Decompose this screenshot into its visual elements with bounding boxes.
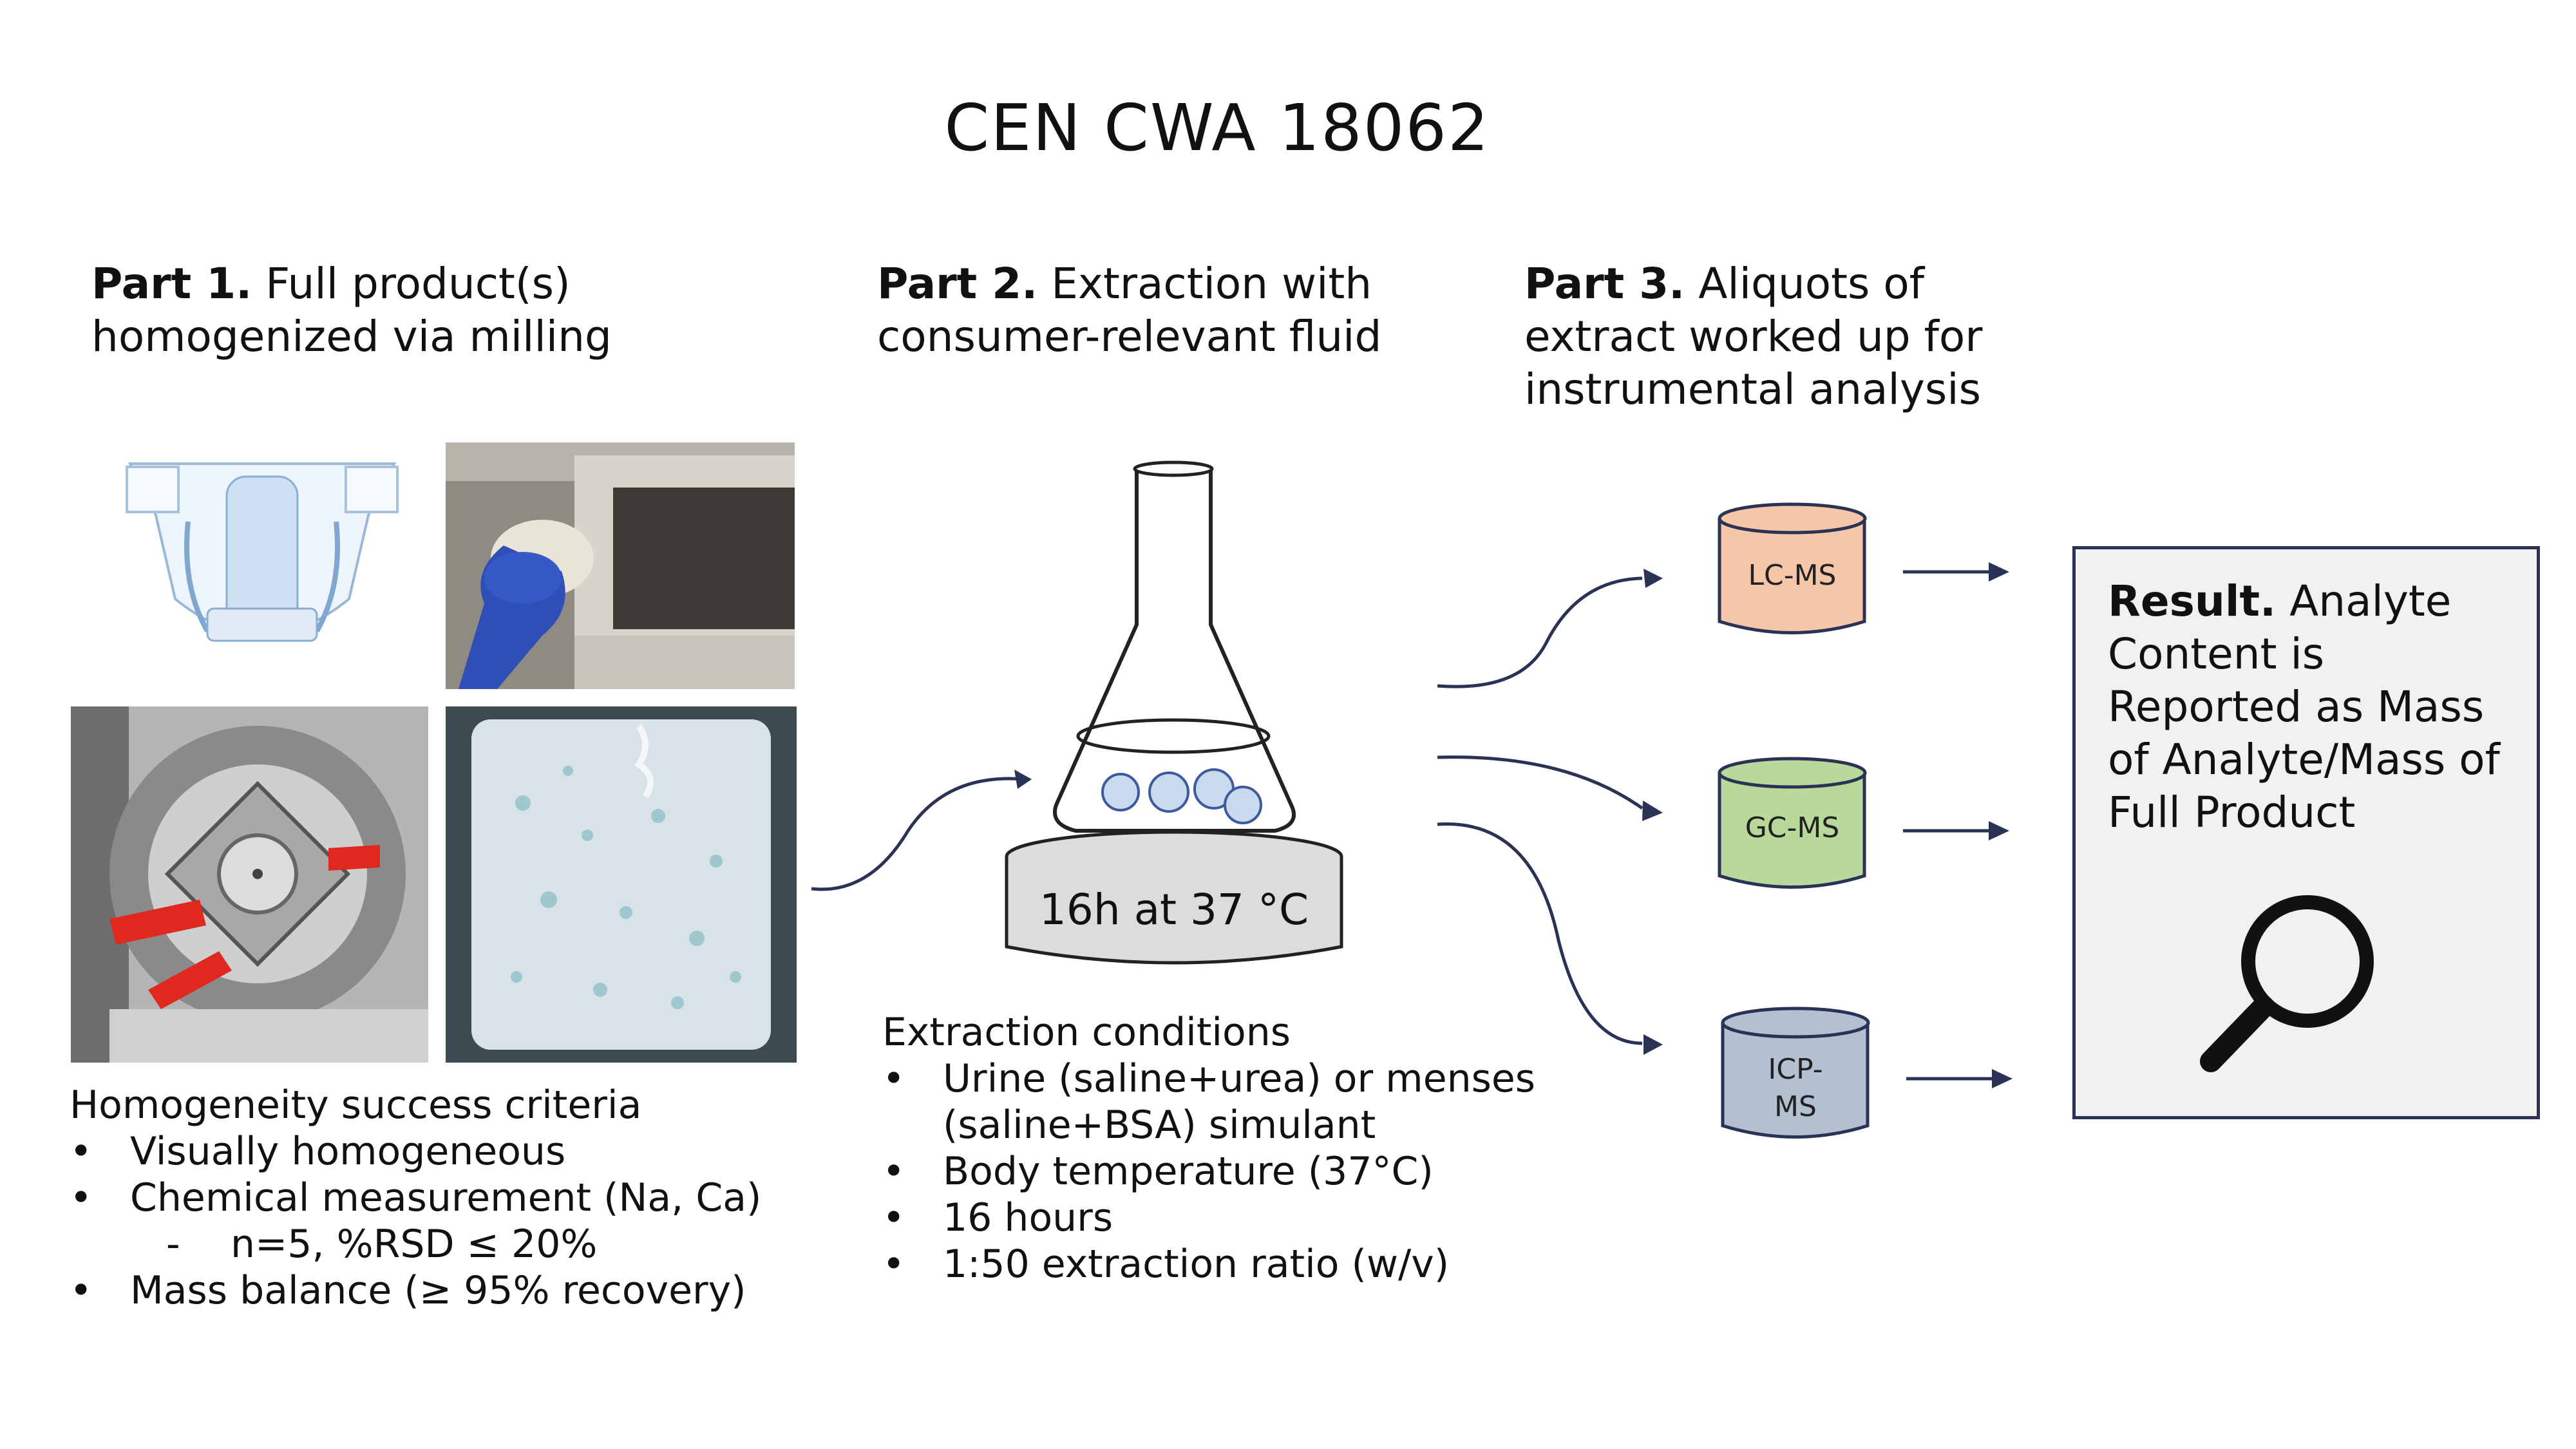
lcms-cylinder: LC-MS [1718, 502, 1867, 634]
part3-text: Aliquots of extract worked up for instru… [1524, 259, 1983, 414]
hot-plate-body [1005, 857, 1343, 965]
result-label: Result. [2108, 576, 2277, 626]
hot-plate-label: 16h at 37 °C [1039, 885, 1309, 934]
icpms-cylinder: ICP- MS [1721, 1007, 1870, 1139]
list-item: Body temperature (37°C) [882, 1148, 1591, 1195]
milled-powder-image [446, 706, 797, 1063]
list-subitem: n=5, %RSD ≤ 20% [70, 1221, 875, 1267]
part1-text: Full product(s) homogenized via milling [91, 259, 612, 361]
part2-text: Extraction with consumer-relevant fluid [877, 259, 1382, 361]
gcms-cylinder: GC-MS [1718, 757, 1867, 889]
list-item: Visually homogeneous [70, 1128, 875, 1175]
result-box: Result. Analyte Content is Reported as M… [2072, 546, 2540, 1119]
extraction-conditions: Extraction conditions Urine (saline+urea… [882, 1009, 1591, 1287]
arrow-head [1643, 569, 1663, 588]
arrow-head [1989, 821, 2009, 840]
arrow-to-gcms [1437, 755, 1643, 810]
mill-loading-image [446, 442, 795, 689]
homogeneity-criteria: Homogeneity success criteria Visually ho… [70, 1082, 875, 1314]
instrument-diagram: LC-MS GC-MS ICP- MS [1437, 502, 2012, 1139]
magnifier-icon [2200, 895, 2374, 1072]
diaper-image [91, 438, 433, 683]
part2-header: Part 2. Extraction with consumer-relevan… [877, 258, 1489, 363]
lcms-label: LC-MS [1748, 559, 1836, 592]
result-text: Result. Analyte Content is Reported as M… [2108, 575, 2526, 839]
page-title: CEN CWA 18062 [944, 90, 1490, 166]
result-description: Analyte Content is Reported as Mass of A… [2108, 576, 2500, 837]
arrow-head [1642, 800, 1663, 821]
extraction-heading: Extraction conditions [882, 1010, 1291, 1055]
sample-clumps [1101, 768, 1262, 824]
list-item: Mass balance (≥ 95% recovery) [70, 1267, 875, 1314]
icpms-label-line1: ICP- [1768, 1053, 1823, 1086]
arrow-head [1014, 770, 1032, 789]
part2-label: Part 2. [877, 259, 1038, 308]
icpms-label-line2: MS [1774, 1090, 1817, 1123]
arrow-to-icpms [1437, 822, 1643, 1045]
part1-label: Part 1. [91, 259, 252, 308]
part3-label: Part 3. [1524, 259, 1685, 308]
flask-outline [1053, 470, 1296, 833]
flask-diagram: 16h at 37 °C [811, 460, 1343, 965]
part3-header: Part 3. Aliquots of extract worked up fo… [1524, 258, 2072, 416]
list-item: 16 hours [882, 1195, 1591, 1241]
mill-rotor-image [71, 706, 428, 1063]
gcms-label: GC-MS [1745, 811, 1840, 844]
arrow-head [1989, 562, 2009, 582]
list-item: 1:50 extraction ratio (w/v) [882, 1241, 1591, 1287]
arrow-head [1643, 1034, 1663, 1055]
list-item: Chemical measurement (Na, Ca) [70, 1175, 875, 1221]
flask-rim [1133, 460, 1214, 477]
fluid-surface [1076, 718, 1271, 754]
arrow-to-lcms [1437, 576, 1643, 688]
homogeneity-heading: Homogeneity success criteria [70, 1083, 642, 1128]
part1-header: Part 1. Full product(s) homogenized via … [91, 258, 735, 363]
list-item-continuation: (saline+BSA) simulant [943, 1103, 1376, 1148]
arrow-head [1992, 1069, 2012, 1088]
list-item: Urine (saline+urea) or menses [882, 1056, 1591, 1102]
arrow-to-flask [811, 777, 1025, 891]
